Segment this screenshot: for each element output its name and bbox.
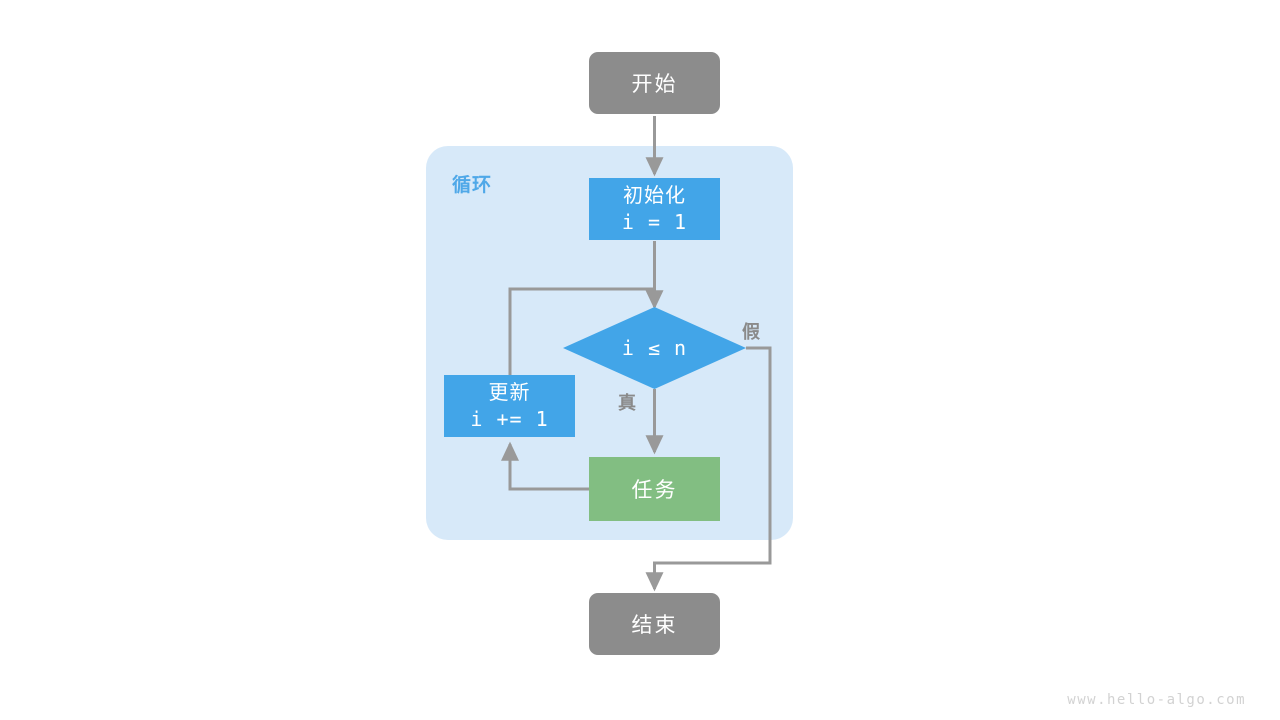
edge-task-to-update — [501, 441, 589, 491]
edge-label-false: 假 — [742, 322, 761, 342]
node-start[interactable] — [589, 52, 720, 114]
node-update[interactable] — [444, 375, 575, 437]
loop-group-title: 循环 — [452, 175, 493, 196]
node-end[interactable] — [589, 593, 720, 655]
watermark-text: www.hello-algo.com — [1067, 692, 1246, 708]
node-condition[interactable] — [563, 307, 746, 389]
node-task[interactable] — [589, 457, 720, 521]
edge-update-to-cond — [508, 287, 655, 375]
edge-cond-false-to-end — [645, 346, 772, 592]
node-init[interactable] — [589, 178, 720, 240]
edge-label-true: 真 — [618, 393, 637, 413]
